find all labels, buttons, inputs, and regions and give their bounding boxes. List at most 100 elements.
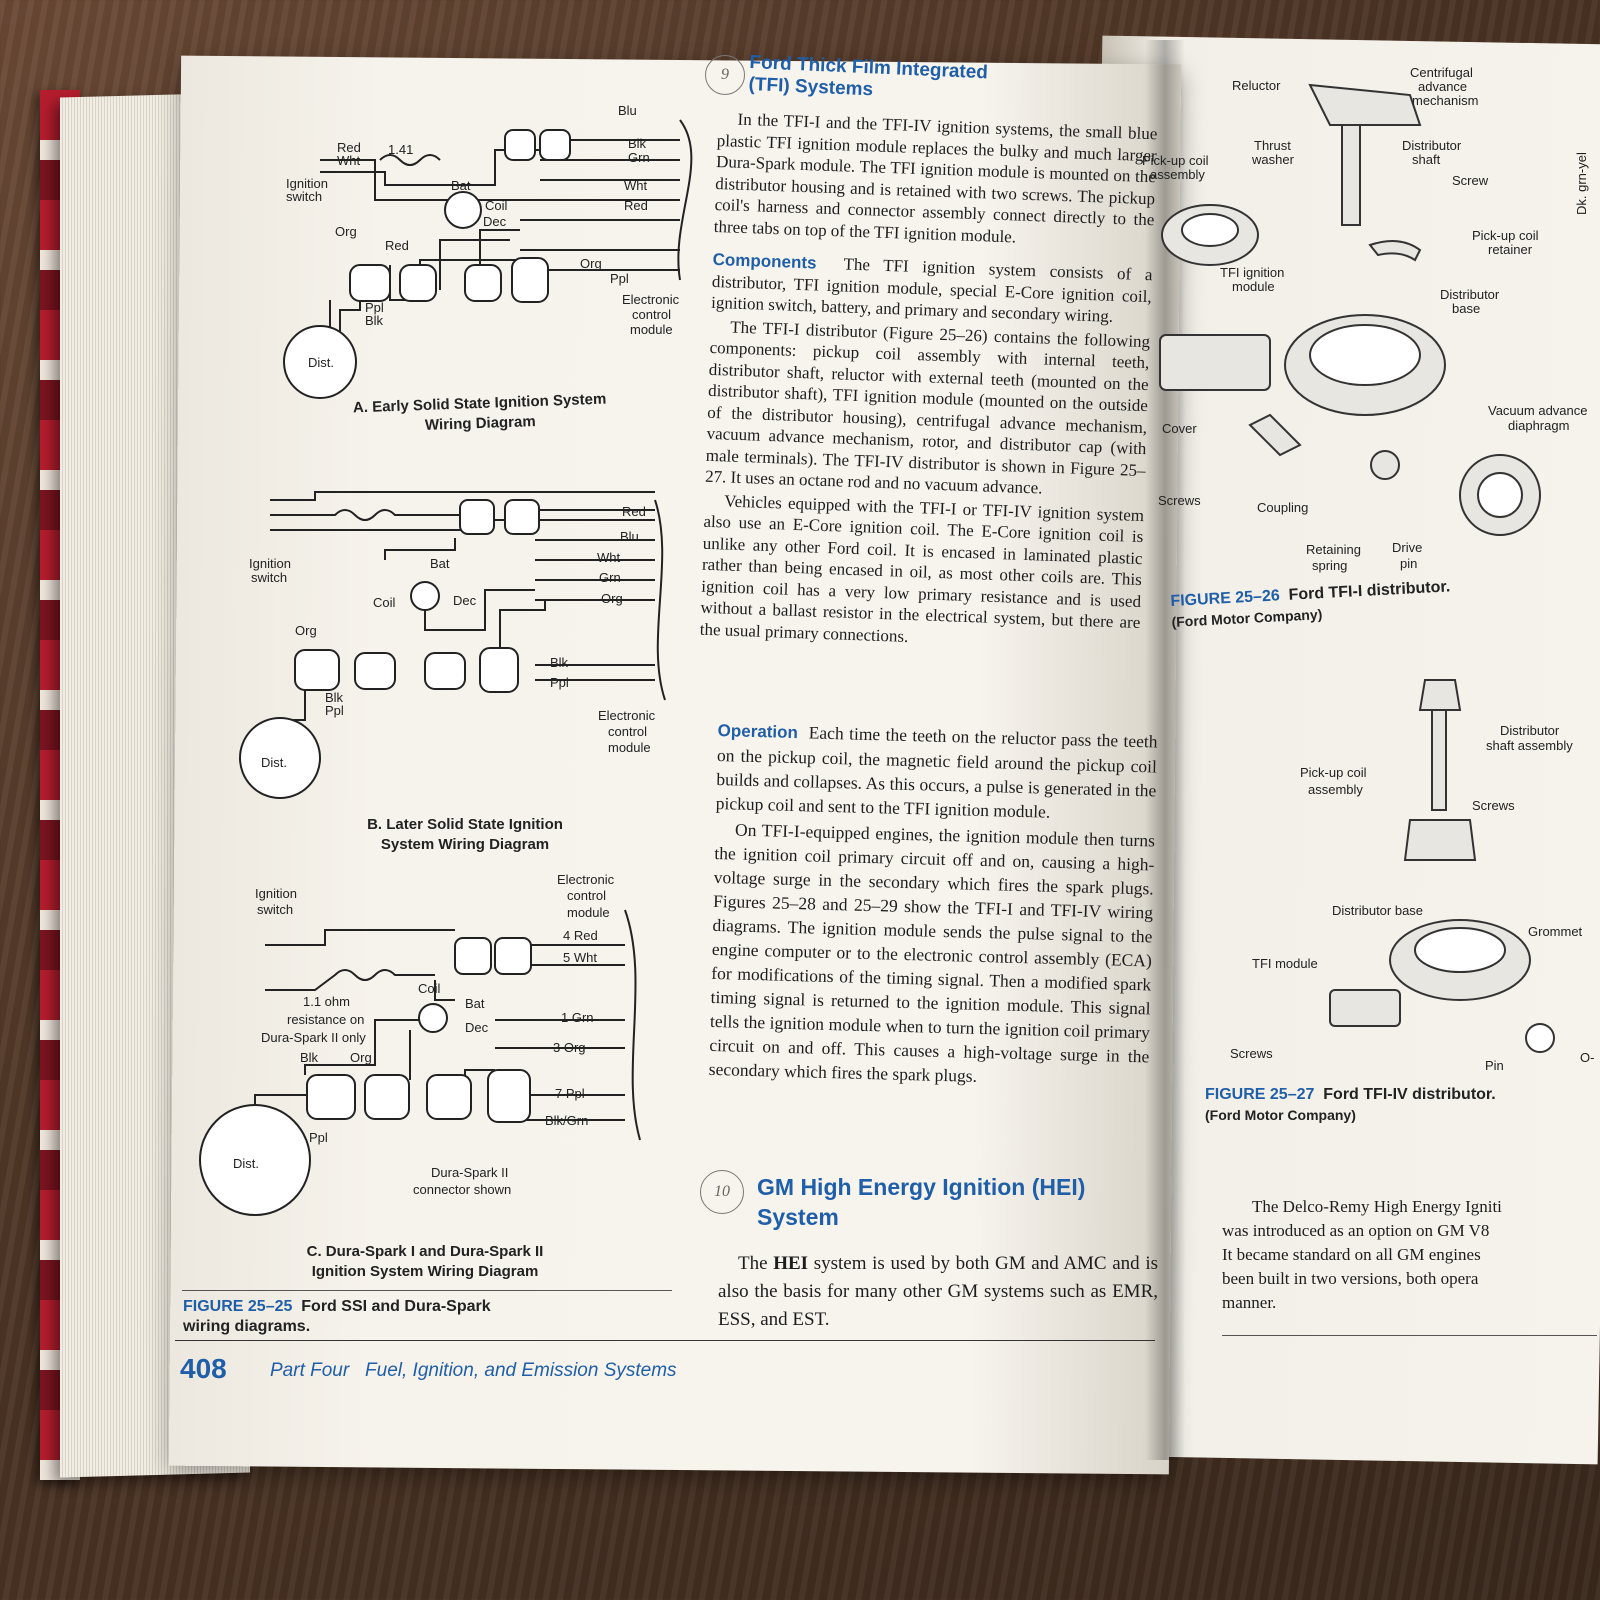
fig26-label-tfi2: module: [1232, 279, 1275, 294]
fig26-label-cent3: mechanism: [1412, 93, 1478, 108]
diagram-c-label-bat: Bat: [465, 996, 485, 1011]
figure-25-25-number: FIGURE 25–25: [183, 1298, 293, 1315]
diagram-a-label-wht: Wht: [337, 153, 361, 168]
components-subheading: Components: [712, 249, 817, 273]
diagram-a-label-ecm3: module: [630, 322, 673, 337]
fig26-label-thrust1: Thrust: [1254, 138, 1291, 153]
diagram-b-label-ecm1: Electronic: [598, 708, 656, 723]
figure-25-27-credit: (Ford Motor Company): [1205, 1107, 1356, 1123]
hei-body-text: The HEI system is used by both GM and AM…: [718, 1250, 1158, 1336]
figure-25-26-distributor-illustration: Reluctor Centrifugal advance mechanism P…: [1142, 65, 1589, 573]
diagram-b-label-ecm2: control: [608, 724, 647, 739]
diagram-c-label-ds2: connector shown: [413, 1182, 511, 1197]
diagram-a-label-red: Red: [337, 140, 361, 155]
fig26-label-coupling: Coupling: [1257, 500, 1308, 515]
fig26-label-pickup2: assembly: [1150, 167, 1205, 182]
diagram-c-caption-line1: C. Dura-Spark I and Dura-Spark II: [306, 1243, 544, 1260]
diagram-c-label-grn: 1 Grn: [561, 1010, 594, 1025]
fig26-label-vac1: Vacuum advance: [1488, 403, 1588, 418]
diagram-c-label-ohm3: Dura-Spark II only: [261, 1030, 366, 1045]
page-number: 408: [180, 1353, 227, 1384]
figure-25-25-title: Ford SSI and Dura-Spark: [301, 1298, 491, 1315]
diagram-c-wiring: Electronic control module Ignition switc…: [199, 872, 641, 1216]
diagram-c-label-ds1: Dura-Spark II: [431, 1165, 508, 1180]
figure-25-25-rule: [182, 1290, 672, 1291]
diagram-b-label-blu: Blu: [620, 529, 639, 544]
fig26-label-thrust2: washer: [1251, 152, 1295, 167]
diagram-a-label-bat: Bat: [451, 178, 471, 193]
fig26-label-screws: Screws: [1158, 493, 1201, 508]
diagram-a-label-wht2: Wht: [624, 178, 648, 193]
hei-text-bold: HEI: [773, 1253, 809, 1274]
fig26-label-rs1: Retaining: [1306, 542, 1361, 557]
hei-heading-line1: GM High Energy Ignition (HEI): [757, 1174, 1086, 1200]
diagram-b-label-org2: Org: [601, 591, 623, 606]
fig26-label-pickup1: Pick-up coil: [1142, 153, 1209, 168]
diagram-b-label-switch: switch: [251, 570, 287, 585]
fig27-label-pc2: assembly: [1308, 782, 1363, 797]
hei-text-pre: The: [738, 1253, 774, 1274]
figure-25-27-distributor-illustration: Distributor shaft assembly Pick-up coil …: [1230, 679, 1594, 1073]
fig27-label-dsa2: shaft assembly: [1486, 738, 1573, 753]
diagram-a-label-ignition: Ignition: [286, 176, 328, 191]
fig26-label-ret1: Pick-up coil: [1472, 228, 1539, 243]
diagram-b-label-dist: Dist.: [261, 755, 287, 770]
diagram-b-caption: B. Later Solid State Ignition System Wir…: [325, 815, 605, 855]
diagram-c-label-ohm1: 1.1 ohm: [303, 994, 350, 1009]
diagram-b-label-bat: Bat: [430, 556, 450, 571]
fig26-label-ret2: retainer: [1488, 242, 1533, 257]
operation-subheading: Operation: [717, 720, 799, 743]
figure-25-25-title2: wiring diagrams.: [183, 1318, 311, 1335]
tfi-paragraph-4: On TFI-I-equipped engines, the ignition …: [708, 819, 1156, 1086]
diagram-a-label-dec: Dec: [483, 214, 507, 229]
diagram-c-label-ppl2: 7 Ppl: [555, 1086, 585, 1101]
right-text-line-1: The Delco-Remy High Energy Igniti: [1252, 1197, 1502, 1216]
diagram-c-label-dec: Dec: [465, 1020, 489, 1035]
diagram-a-label-red3: Red: [624, 198, 648, 213]
diagram-c-label-switch: switch: [257, 902, 293, 917]
diagram-a-label-switch: switch: [286, 189, 322, 204]
diagram-a-label-blk: Blk: [365, 313, 384, 328]
diagram-a-label-ppl: Ppl: [365, 300, 384, 315]
footer-rule: [175, 1340, 1155, 1341]
part-title: Part Four Fuel, Ignition, and Emission S…: [270, 1360, 677, 1381]
diagram-b-label-ppl2: Ppl: [550, 675, 569, 690]
diagram-c-label-ppl: Ppl: [309, 1130, 328, 1145]
diagram-b-label-ignition: Ignition: [249, 556, 291, 571]
hei-heading: GM High Energy Ignition (HEI) System: [757, 1172, 1157, 1232]
right-text-line-5: manner.: [1222, 1293, 1277, 1312]
fig27-label-pc1: Pick-up coil: [1300, 765, 1367, 780]
diagram-c-label-ecm3: module: [567, 905, 610, 920]
right-text-line-4: been built in two versions, both opera: [1222, 1269, 1479, 1288]
diagram-c-label-blk: Blk: [300, 1050, 319, 1065]
right-text-line-2: was introduced as an option on GM V8: [1222, 1221, 1490, 1240]
operation-body-text: Operation Each time the teeth on the rel…: [708, 718, 1158, 1094]
fig27-label-pin: Pin: [1485, 1058, 1504, 1073]
fig27-label-dbase: Distributor base: [1332, 903, 1423, 918]
right-text-line-3: It became standard on all GM engines: [1222, 1245, 1481, 1264]
fig26-label-side: Dk. grn-yel: [1574, 152, 1589, 215]
diagram-a-label-ecm1: Electronic: [622, 292, 680, 307]
fig27-label-grommet: Grommet: [1528, 924, 1583, 939]
tfi-paragraph-3: Vehicles equipped with the TFI-I or TFI-…: [699, 490, 1145, 646]
fig26-label-rs2: spring: [1312, 558, 1347, 573]
diagram-c-label-red: 4 Red: [563, 928, 598, 943]
fig26-label-vac2: diaphragm: [1508, 418, 1569, 433]
fig26-label-dp2: pin: [1400, 556, 1417, 571]
diagram-b-caption-line2: System Wiring Diagram: [380, 836, 550, 853]
diagram-a-label-dist: Dist.: [308, 355, 334, 370]
handwritten-note-9: 9: [705, 55, 745, 95]
book-gutter: [1145, 40, 1185, 1460]
diagram-c-label-ohm2: resistance on: [287, 1012, 364, 1027]
diagram-c-label-ecm1: Electronic: [557, 872, 615, 887]
figure-25-26-number: FIGURE 25–26: [1170, 587, 1281, 610]
diagram-a-label-grn: Grn: [628, 150, 650, 165]
diagram-c-caption: C. Dura-Spark I and Dura-Spark II Igniti…: [265, 1242, 585, 1282]
diagram-b-caption-line1: B. Later Solid State Ignition: [367, 816, 563, 833]
diagram-a-label-ecm2: control: [632, 307, 671, 322]
figure-25-27-caption: FIGURE 25–27 Ford TFI-IV distributor. (F…: [1205, 1085, 1595, 1126]
hei-text-post: system is used by both GM and AMC and is…: [718, 1253, 1159, 1330]
diagram-a-label-org: Org: [335, 224, 357, 239]
fig26-label-dbase2: base: [1452, 301, 1480, 316]
diagram-a-label-blk2: Blk: [628, 136, 647, 151]
